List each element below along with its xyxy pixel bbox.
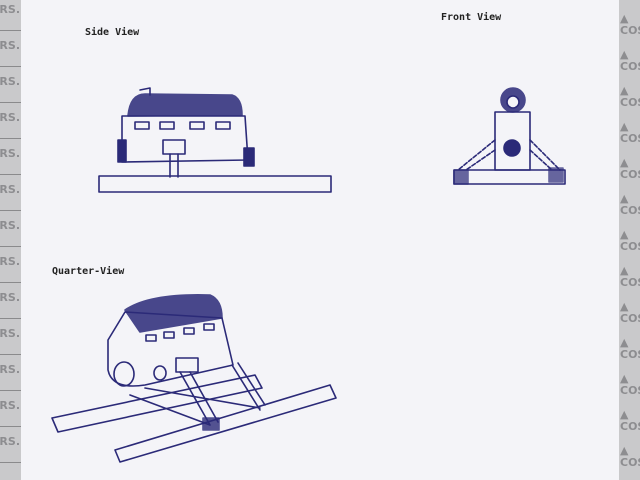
watermark-logo-icon: ▲	[620, 264, 629, 277]
watermark-strip-left: DERS. DERS. DERS. DERS. DERS. DERS. DERS. DERS.…	[0, 0, 21, 480]
watermark-logo-icon: ▲	[620, 372, 629, 385]
front-view-label: Front View	[441, 12, 502, 23]
watermark-logo-icon: ▲	[620, 408, 629, 421]
watermark-logo-icon: ▲	[620, 156, 629, 169]
watermark-logo-icon: ▲	[620, 192, 629, 205]
watermark-text: COST	[620, 420, 640, 433]
watermark-text: DERS.	[0, 75, 20, 88]
watermark-logo-icon: ▲	[620, 336, 629, 349]
watermark-line	[0, 210, 21, 211]
watermark-line	[0, 102, 21, 103]
watermark-logo-icon: ▲	[620, 48, 629, 61]
watermark-line	[0, 66, 21, 67]
quarter-view-sketch	[51, 293, 337, 463]
watermark-logo-icon: ▲	[620, 444, 629, 457]
watermark-line	[0, 462, 21, 463]
watermark-text: COST	[620, 276, 640, 289]
watermark-logo-icon: ▲	[620, 84, 629, 97]
watermark-strip-right: ▲COST▲COST▲COST▲COST▲COST▲COST▲COST▲COST…	[619, 0, 640, 480]
side-view-label: Side View	[85, 27, 140, 38]
watermark-line	[0, 30, 21, 31]
watermark-text: COST	[620, 204, 640, 217]
watermark-text: COST	[620, 456, 640, 469]
watermark-text: COST	[620, 60, 640, 73]
watermark-text: DERS.	[0, 147, 20, 160]
watermark-text: COST	[620, 384, 640, 397]
watermark-line	[0, 354, 21, 355]
quarter-view-label: Quarter-View	[52, 266, 125, 277]
watermark-text: COST	[620, 240, 640, 253]
watermark-logo-icon: ▲	[620, 12, 629, 25]
watermark-text: COST	[620, 96, 640, 109]
watermark-text: COST	[620, 168, 640, 181]
watermark-line	[0, 246, 21, 247]
watermark-text: DERS.	[0, 111, 20, 124]
watermark-line	[0, 282, 21, 283]
watermark-text: DERS.	[0, 255, 20, 268]
watermark-text: DERS.	[0, 219, 20, 232]
watermark-text: DERS.	[0, 435, 20, 448]
watermark-logo-icon: ▲	[620, 228, 629, 241]
watermark-text: COST	[620, 132, 640, 145]
watermark-line	[0, 318, 21, 319]
front-view-sketch	[453, 87, 566, 185]
watermark-line	[0, 138, 21, 139]
watermark-logo-icon: ▲	[620, 120, 629, 133]
watermark-text: DERS.	[0, 327, 20, 340]
watermark-text: DERS.	[0, 399, 20, 412]
watermark-line	[0, 390, 21, 391]
watermark-text: COST	[620, 24, 640, 37]
watermark-text: DERS.	[0, 39, 20, 52]
watermark-text: DERS.	[0, 3, 20, 16]
watermark-text: DERS.	[0, 291, 20, 304]
watermark-text: COST	[620, 312, 640, 325]
watermark-line	[0, 426, 21, 427]
watermark-text: DERS.	[0, 363, 20, 376]
watermark-text: COST	[620, 348, 640, 361]
watermark-logo-icon: ▲	[620, 300, 629, 313]
side-view-sketch	[98, 87, 332, 193]
watermark-text: DERS.	[0, 183, 20, 196]
watermark-line	[0, 174, 21, 175]
